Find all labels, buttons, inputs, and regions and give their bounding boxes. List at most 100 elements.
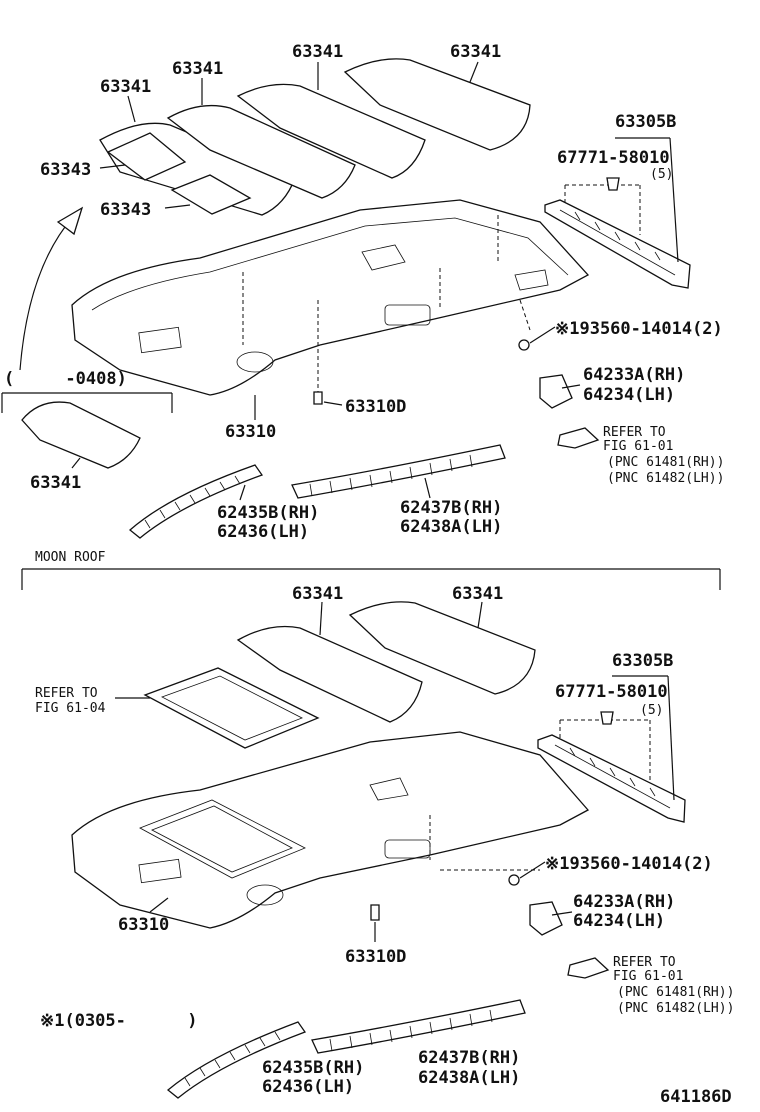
moon-refer-part-61-01 [567,957,610,979]
label-63341-old: 63341 [30,473,81,493]
console-cutout [384,304,431,326]
moon-leader-63341-b [477,601,483,629]
label-63343-a: 63343 [40,160,91,180]
headliner-top [71,199,590,396]
rear-trim-detail [559,209,676,276]
moon-label-62436: 62436(LH) [262,1077,354,1097]
bolt-leader [323,401,343,406]
moon-rear-trim-detail [554,744,671,809]
roof-panel-2 [166,104,356,199]
leader-62435b [239,484,246,501]
label-pnc-61482: (PNC 61482(LH)) [607,471,724,486]
label-63341-a: 63341 [100,77,151,97]
leader-63341-d [469,61,479,83]
label-date-range: ( -0408) [4,369,127,389]
grip-leader [561,384,581,389]
moon-label-62435b: 62435B(RH) [262,1058,364,1078]
moon-label-63341-a: 63341 [292,584,343,604]
moon-label-pnc-61482: (PNC 61482(LH)) [617,1001,734,1016]
moon-harness-62435b [166,1021,307,1099]
moon-label-64234: 64234(LH) [573,911,665,931]
label-63305b: 63305B [615,112,676,132]
pad-63343-b [170,174,252,215]
figure-code: 641186D [660,1087,732,1107]
label-fig-61-01: FIG 61-01 [603,439,673,454]
leader-62437b [424,477,431,499]
label-63343-b: 63343 [100,200,151,220]
harness-62435b-detail [144,475,241,529]
moon-label-qty-5: (5) [640,703,663,718]
moon-harness-62437b-detail [329,1009,493,1052]
sunroof-frame [143,667,320,749]
clip-67771 [606,177,620,191]
label-62436: 62436(LH) [217,522,309,542]
moon-label-refer-to: REFER TO [35,686,98,701]
sunroof-frame-inner [161,675,303,741]
moon-grip-leader [551,911,573,916]
moon-label-refer-to-61-01: REFER TO [613,955,676,970]
moon-label-63341-b: 63341 [452,584,503,604]
moon-leader-63305b-right [667,675,675,801]
moon-label-fig-61-01: FIG 61-01 [613,969,683,984]
moon-label-62438a: 62438A(LH) [418,1068,520,1088]
moon-harness-62437b [311,999,526,1054]
moon-label-67771: 67771-58010 [555,682,668,702]
label-refer-to: REFER TO [603,425,666,440]
moon-label-93560: ※193560-14014(2) [545,854,713,874]
moon-harness-62435b-detail [184,1031,281,1087]
label-93560: ※193560-14014(2) [555,319,723,339]
label-62438a: 62438A(LH) [400,517,502,537]
label-63310d: 63310D [345,397,406,417]
pad-63343-a [106,132,187,181]
label-64234: 64234(LH) [583,385,675,405]
leader-63341-a [127,95,136,123]
arrow-curve [19,217,73,371]
moon-label-fig-61-04: FIG 61-04 [35,701,106,716]
bolt-63310d [313,391,323,405]
leader-63341-old [71,457,81,469]
guide-5 [519,299,531,331]
moon-label-63310d: 63310D [345,947,406,967]
roof-panel-old [21,401,141,469]
label-pnc-61481: (PNC 61481(RH)) [607,455,724,470]
moon-screw-leader [519,861,546,879]
moon-leader-63310 [149,897,169,913]
headliner-opening [138,326,182,354]
moon-clip-67771 [600,711,614,725]
refer-part-61-01 [557,427,600,449]
moon-roof-panel-2 [348,601,536,695]
moon-label-note: ※1(0305- ) [40,1011,198,1031]
lamp-cutout [361,244,406,271]
roof-panel-3 [236,83,426,179]
label-63341-b: 63341 [172,59,223,79]
label-62435b: 62435B(RH) [217,503,319,523]
moon-headliner-opening-inner [151,805,293,873]
label-62437b: 62437B(RH) [400,498,502,518]
moon-leader-63341-a [319,601,323,636]
arrow-head-icon [56,206,84,236]
harness-62435b [128,464,264,539]
label-63341-c: 63341 [292,42,343,62]
label-64233a: 64233A(RH) [583,365,685,385]
moon-bolt-63310d [370,904,380,921]
screw-leader [529,326,556,344]
grip-64233a [539,374,573,409]
top-section: 63341 63341 63341 63341 63343 63343 6330… [1,42,724,542]
moon-screw-93560 [508,874,520,886]
headliner-inner [91,217,569,311]
roof-panel-4 [343,58,531,151]
moon-rear-trim [537,734,686,823]
harness-62437b-detail [309,454,473,497]
moon-headliner-opening [139,799,306,879]
moon-headliner [71,731,590,929]
label-63310: 63310 [225,422,276,442]
leader-63343-a [99,164,126,169]
moon-label-64233a: 64233A(RH) [573,892,675,912]
label-qty-5: (5) [650,167,673,182]
moon-label-63310: 63310 [118,915,169,935]
label-67771: 67771-58010 [557,148,670,168]
moon-label-pnc-61481: (PNC 61481(RH)) [617,985,734,1000]
moon-front-cutout [138,858,182,884]
moon-sun-visor-hole [246,884,284,906]
